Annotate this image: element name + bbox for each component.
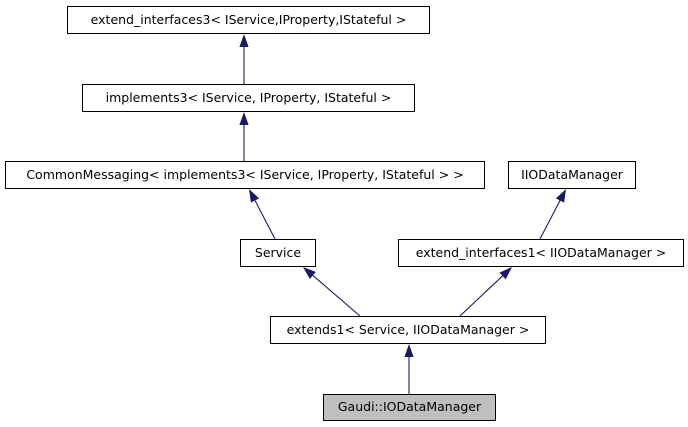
class-node-extend-interfaces1[interactable]: extend_interfaces1< IIODataManager >	[398, 239, 684, 267]
inheritance-edge-line	[459, 275, 503, 317]
class-node-label: extends1< Service, IIODataManager >	[286, 321, 530, 337]
inheritance-arrowhead	[404, 344, 414, 357]
inheritance-arrowhead	[239, 112, 249, 125]
inheritance-edge-line	[254, 200, 276, 240]
class-node-implements3[interactable]: implements3< IService, IProperty, IState…	[82, 84, 415, 112]
class-node-service[interactable]: Service	[240, 239, 316, 267]
inheritance-arrowhead	[249, 189, 260, 203]
class-node-extends1[interactable]: extends1< Service, IIODataManager >	[270, 316, 546, 344]
class-node-label: Service	[254, 244, 302, 260]
class-node-extend-interfaces3[interactable]: extend_interfaces3< IService,IProperty,I…	[67, 6, 430, 34]
class-node-label: implements3< IService, IProperty, IState…	[105, 89, 392, 105]
inheritance-arrowhead	[499, 267, 512, 280]
inheritance-edge-line	[312, 275, 361, 317]
inheritance-arrowhead	[303, 267, 316, 279]
class-node-label: extend_interfaces1< IIODataManager >	[415, 244, 667, 260]
class-node-label: Gaudi::IODataManager	[337, 399, 482, 415]
inheritance-arrowhead	[555, 189, 566, 203]
inheritance-edge-line	[539, 200, 561, 240]
class-node-gaudi-iodatamanager[interactable]: Gaudi::IODataManager	[323, 394, 496, 421]
class-node-label: IIODataManager	[521, 166, 623, 182]
class-node-iiodatamanager[interactable]: IIODataManager	[508, 161, 636, 189]
class-node-common-messaging[interactable]: CommonMessaging< implements3< IService, …	[5, 161, 485, 189]
class-node-label: CommonMessaging< implements3< IService, …	[26, 166, 464, 182]
class-node-label: extend_interfaces3< IService,IProperty,I…	[90, 11, 407, 27]
inheritance-arrowhead	[239, 34, 249, 47]
